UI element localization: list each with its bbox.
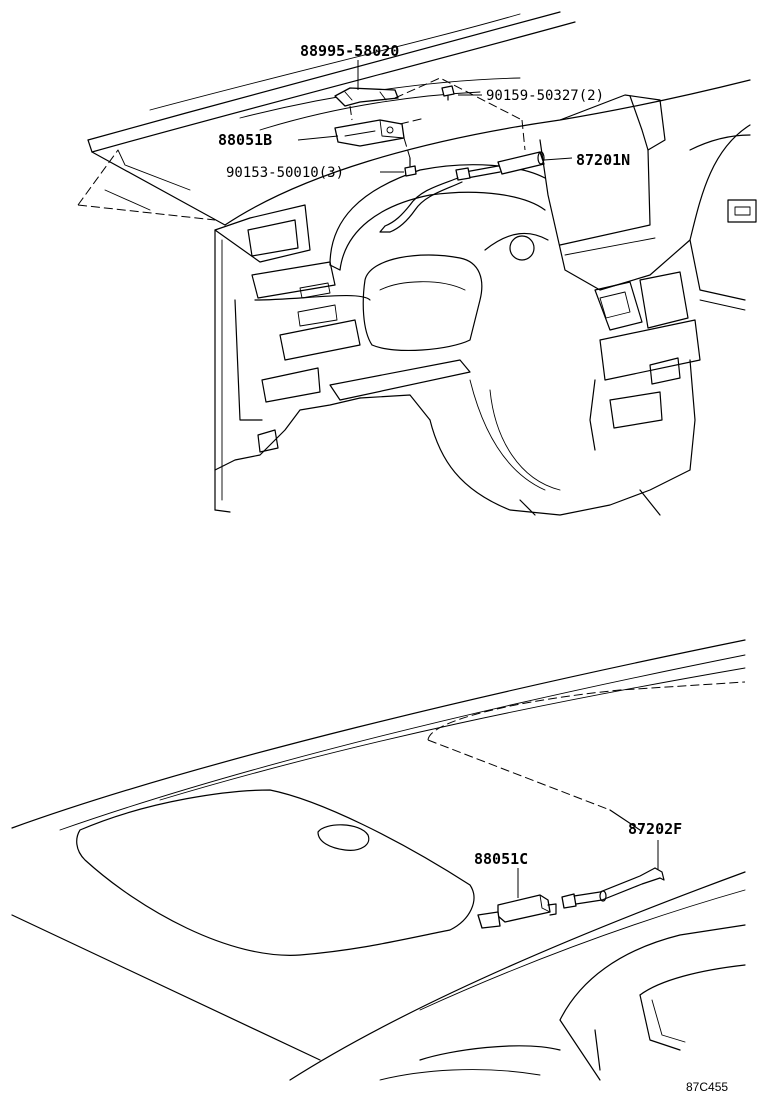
screw-icon (404, 157, 417, 177)
label-bracket: 88995-58020 (300, 42, 399, 60)
bracket-part (334, 87, 399, 107)
sensor-part-lower (477, 894, 557, 929)
hose-part-upper (379, 151, 545, 233)
label-screw: 90153-50010(3) (226, 165, 344, 181)
dashboard-view: 88995-58020 90159-50327(2) 88051B 90153-… (77, 11, 757, 516)
label-hose-upper: 87201N (576, 151, 630, 169)
sensor-part-upper (334, 119, 405, 147)
label-sensor-lower: 88051C (474, 850, 528, 868)
label-hose-lower: 87202F (628, 820, 682, 838)
label-sensor-upper: 88051B (218, 131, 272, 149)
roof-view: 88051C 87202F (11, 639, 746, 1081)
figure-code: 87C455 (686, 1080, 728, 1094)
bolt-icon (441, 85, 455, 101)
hose-part-lower (561, 867, 665, 909)
label-bolt: 90159-50327(2) (486, 88, 604, 104)
